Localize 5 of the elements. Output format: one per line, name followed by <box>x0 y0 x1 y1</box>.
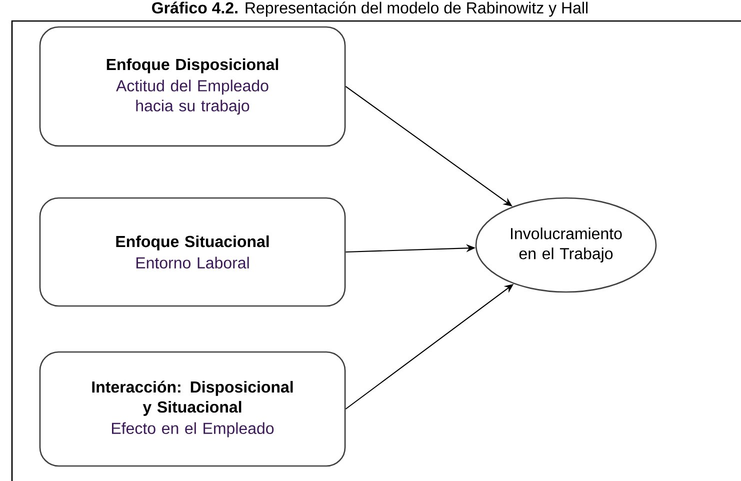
ellipse-node: Involucramiento en el Trabajo <box>475 197 657 293</box>
title: Gráfico 4.2. Representación del modelo de Rabinowitz y Hall <box>152 2 588 17</box>
rounded-box: Interacción: Disposicional y Situacional Efecto en el Empleado <box>39 351 346 467</box>
rounded-box: Enfoque Situacional Entorno Laboral <box>39 197 346 307</box>
rounded-box: Enfoque Disposicional Actitud del Empleado hacia su trabajo <box>39 26 346 147</box>
